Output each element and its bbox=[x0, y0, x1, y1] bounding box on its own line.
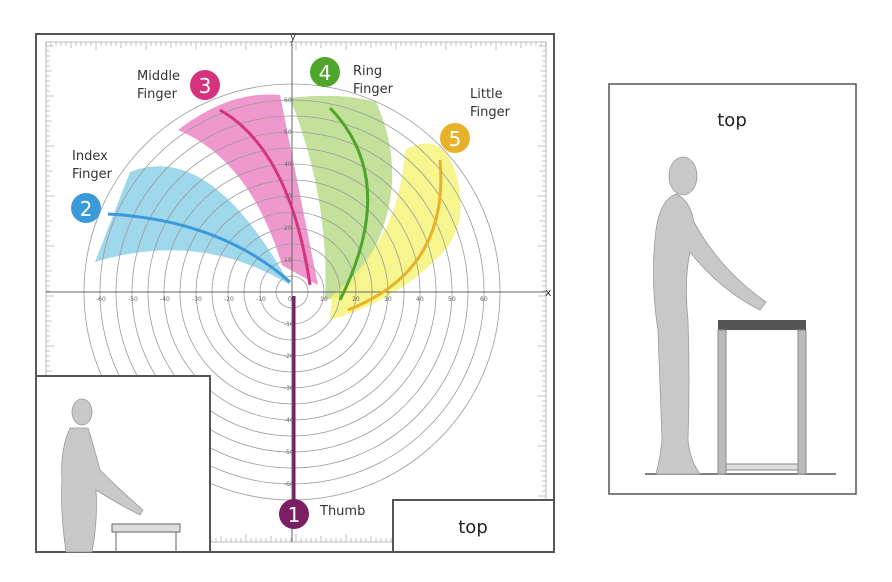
little-finger-path bbox=[347, 159, 443, 312]
x-tick-label: -20 bbox=[224, 296, 234, 303]
side-view-inset bbox=[35, 375, 211, 553]
thumb-label: Thumb bbox=[319, 504, 365, 519]
y-tick-label: -40 bbox=[284, 417, 294, 424]
svg-text:4: 4 bbox=[319, 61, 332, 85]
x-tick-label: -60 bbox=[96, 296, 106, 303]
svg-text:3: 3 bbox=[199, 74, 212, 98]
ring-finger-badge: 4 bbox=[310, 57, 340, 87]
x-tick-label: -50 bbox=[128, 296, 138, 303]
person-figure-large bbox=[653, 156, 767, 475]
ring-finger-zone bbox=[290, 95, 393, 300]
y-tick-label: -30 bbox=[284, 385, 294, 392]
person-figure-small bbox=[61, 398, 144, 553]
y-tick-label: 60 bbox=[284, 97, 292, 104]
x-tick-label: -10 bbox=[256, 296, 266, 303]
svg-text:2: 2 bbox=[80, 197, 93, 221]
middle-finger-zone bbox=[178, 94, 318, 285]
svg-text:5: 5 bbox=[449, 127, 462, 151]
ring-finger-path bbox=[328, 106, 370, 301]
x-tick-label: 0 bbox=[288, 296, 292, 303]
y-axis-label: y bbox=[290, 32, 296, 43]
middle-finger-badge: 3 bbox=[190, 70, 220, 100]
x-tick-labels: -60 -50 -40 -30 -20 -10 0 10 20 30 40 50 60 bbox=[96, 296, 488, 303]
x-tick-label: -30 bbox=[192, 296, 202, 303]
top-view-inset-label: top bbox=[458, 517, 488, 538]
table-large bbox=[717, 320, 807, 475]
x-tick-label: 50 bbox=[448, 296, 456, 303]
x-tick-label: 30 bbox=[384, 296, 392, 303]
y-tick-label: 40 bbox=[284, 161, 292, 168]
x-tick-label: 60 bbox=[480, 296, 488, 303]
y-tick-label: 20 bbox=[284, 225, 292, 232]
index-finger-badge: 2 bbox=[71, 193, 101, 223]
middle-finger-path bbox=[219, 108, 312, 286]
y-tick-label: -10 bbox=[284, 321, 294, 328]
y-tick-label: 50 bbox=[284, 129, 292, 136]
x-axis-label: x bbox=[545, 286, 552, 299]
x-tick-label: 40 bbox=[416, 296, 424, 303]
x-tick-label: -40 bbox=[160, 296, 170, 303]
svg-text:1: 1 bbox=[288, 503, 301, 527]
table-small bbox=[111, 523, 181, 552]
side-panel-label: top bbox=[717, 110, 747, 131]
little-finger-badge: 5 bbox=[440, 123, 470, 153]
x-tick-label: 20 bbox=[352, 296, 360, 303]
y-tick-label: -60 bbox=[284, 481, 294, 488]
top-view-inset: top bbox=[392, 499, 555, 553]
index-finger-path bbox=[107, 212, 291, 284]
x-tick-label: 10 bbox=[320, 296, 328, 303]
y-tick-label: -20 bbox=[284, 353, 294, 360]
y-tick-label: -50 bbox=[284, 449, 294, 456]
y-tick-label: 10 bbox=[284, 257, 292, 264]
index-finger-zone bbox=[95, 166, 290, 285]
little-finger-zone bbox=[330, 143, 461, 320]
side-panel: top bbox=[608, 83, 857, 495]
thumb-badge: 1 bbox=[279, 499, 309, 529]
